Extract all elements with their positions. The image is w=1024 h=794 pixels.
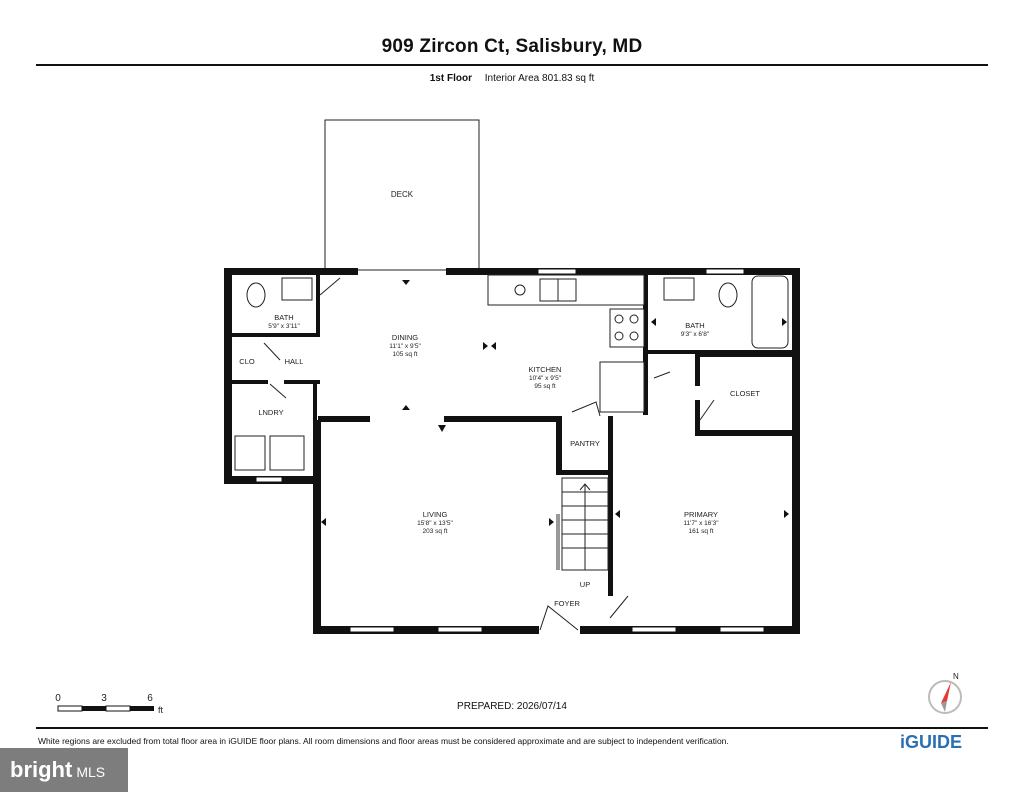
deck-outline bbox=[324, 119, 480, 271]
bathtub bbox=[751, 275, 789, 349]
room-label-kitchen: KITCHEN bbox=[529, 365, 562, 374]
room-dims-living: 15'8" x 13'5" bbox=[417, 520, 453, 527]
stove bbox=[609, 308, 645, 348]
scale-tick-3: 3 bbox=[101, 693, 107, 704]
room-label-laundry: LNDRY bbox=[258, 408, 283, 417]
watermark-sub: MLS bbox=[76, 764, 106, 780]
room-dims-kitchen: 10'4" x 9'5" bbox=[529, 375, 562, 382]
room-area-primary: 161 sq ft bbox=[689, 528, 714, 535]
dimension-arrows bbox=[321, 280, 789, 526]
room-label-living: LIVING bbox=[423, 510, 448, 519]
compass-icon: N bbox=[928, 672, 962, 714]
room-dims-bath2: 9'3" x 6'8" bbox=[681, 331, 710, 338]
room-dims-dining: 11'1" x 9'5" bbox=[389, 343, 421, 350]
room-label-closet: CLOSET bbox=[730, 389, 760, 398]
room-label-clo: CLO bbox=[239, 357, 255, 366]
bath1-sink bbox=[281, 277, 313, 301]
property-address-title: 909 Zircon Ct, Salisbury, MD bbox=[381, 36, 643, 57]
room-label-primary: PRIMARY bbox=[684, 510, 718, 519]
bath2-sink bbox=[663, 277, 695, 301]
room-area-living: 203 sq ft bbox=[423, 528, 448, 535]
bottom-divider bbox=[36, 727, 988, 729]
exterior-walls bbox=[224, 268, 800, 634]
compass-north-label: N bbox=[953, 672, 959, 681]
room-label-bath1: BATH bbox=[274, 313, 293, 322]
prepared-date: PREPARED: 2026/07/14 bbox=[457, 701, 567, 712]
room-label-hall: HALL bbox=[285, 357, 304, 366]
room-label-bath2: BATH bbox=[685, 321, 704, 330]
dishwasher-icon bbox=[514, 284, 526, 296]
room-area-dining: 105 sq ft bbox=[393, 351, 418, 358]
top-divider bbox=[36, 64, 988, 66]
windows bbox=[255, 268, 765, 633]
room-label-deck: DECK bbox=[391, 190, 414, 199]
iguide-logo: iGUIDE bbox=[900, 732, 962, 753]
floor-subtitle: 1st Floor Interior Area 801.83 sq ft bbox=[0, 73, 1024, 84]
toilet-icon bbox=[718, 282, 738, 308]
room-dims-primary: 11'7" x 16'3" bbox=[683, 520, 719, 527]
room-dims-bath1: 5'9" x 3'11" bbox=[268, 323, 300, 330]
stairs-label: UP bbox=[580, 580, 590, 589]
room-label-dining: DINING bbox=[392, 333, 418, 342]
doors bbox=[263, 277, 715, 631]
floor-name: 1st Floor bbox=[429, 73, 472, 84]
washer bbox=[234, 435, 266, 471]
interior-area: Interior Area 801.83 sq ft bbox=[484, 73, 595, 84]
scale-tick-6: 6 bbox=[147, 693, 153, 704]
watermark-main: bright bbox=[10, 757, 73, 782]
refrigerator bbox=[599, 361, 645, 413]
disclaimer-text: White regions are excluded from total fl… bbox=[38, 736, 729, 746]
scale-bar: 0 3 6 ft bbox=[55, 693, 163, 715]
scale-unit: ft bbox=[158, 705, 164, 715]
room-area-kitchen: 95 sq ft bbox=[534, 383, 556, 390]
scale-tick-0: 0 bbox=[55, 693, 61, 704]
staircase bbox=[561, 477, 609, 571]
stair-rail bbox=[556, 514, 560, 570]
room-label-pantry: PANTRY bbox=[570, 439, 600, 448]
iguide-logo-text: iGUIDE bbox=[900, 732, 963, 752]
dryer bbox=[269, 435, 305, 471]
room-label-foyer: FOYER bbox=[554, 599, 580, 608]
toilet-icon bbox=[246, 282, 266, 308]
